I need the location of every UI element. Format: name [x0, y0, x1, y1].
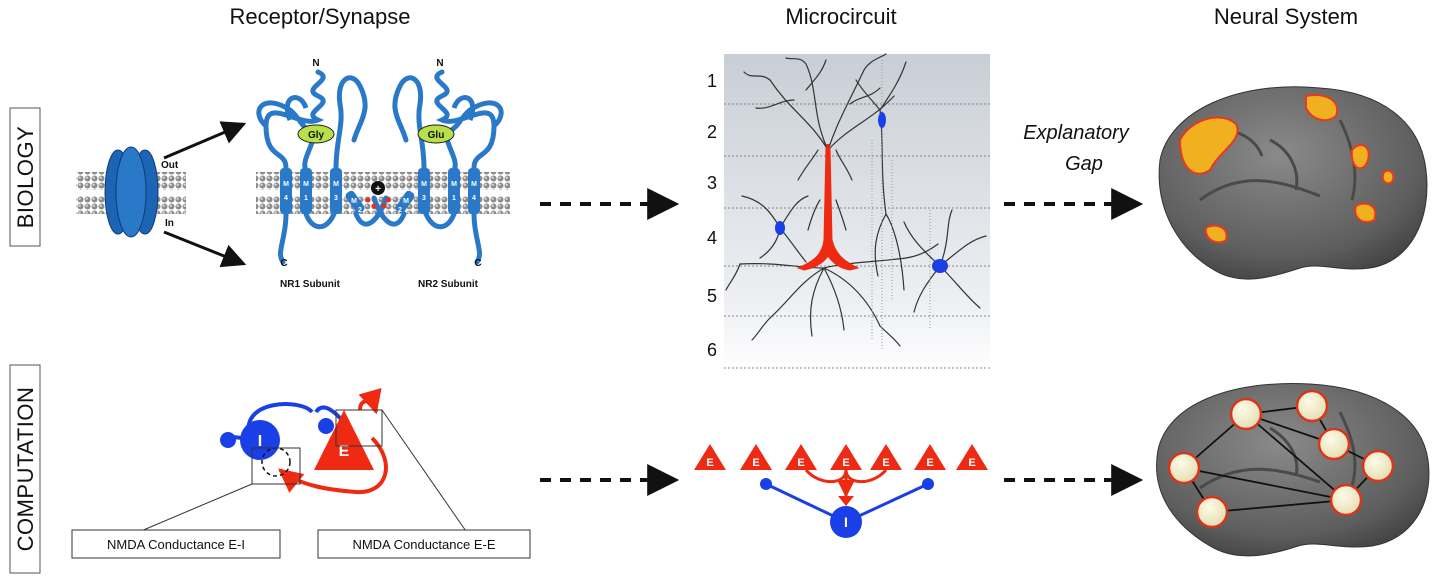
micro-e-node-6 — [914, 444, 946, 470]
cortical-column: 1 2 3 4 5 6 — [707, 53, 990, 370]
micro-e-row: E E E E E E E — [694, 444, 988, 470]
in-label: In — [165, 218, 174, 229]
brain-network-model — [1156, 383, 1430, 557]
interneuron-layer4 — [775, 221, 785, 235]
helix-m-r3: M — [471, 181, 477, 188]
layer-label-3: 3 — [707, 173, 717, 193]
n-terminal-nr2: N — [436, 58, 443, 69]
network-node-4 — [1361, 449, 1395, 483]
gly-label: Gly — [308, 130, 325, 141]
network-node-5 — [1167, 451, 1201, 485]
interneuron-layer2 — [878, 112, 886, 128]
helix-m-l4: M — [351, 198, 357, 205]
helix-m-r1: M — [421, 181, 427, 188]
column-title-neural-system: Neural System — [1214, 4, 1358, 29]
helix-num-r4: 2 — [398, 207, 402, 214]
helix-num-l3: 3 — [334, 195, 338, 202]
nr2-label: NR2 Subunit — [418, 279, 479, 290]
helix-num-r1: 3 — [422, 195, 426, 202]
row-label-biology-text: BIOLOGY — [13, 126, 38, 229]
layer-label-5: 5 — [707, 286, 717, 306]
layer-label-1: 1 — [707, 71, 717, 91]
column-title-microcircuit: Microcircuit — [785, 4, 896, 29]
c-terminal-nr2: C — [474, 258, 481, 269]
helix-m-l1: M — [283, 181, 289, 188]
micro-e-label-5: E — [882, 457, 889, 469]
layer-label-4: 4 — [707, 228, 717, 248]
glu-label: Glu — [428, 130, 445, 141]
helix-num-l4: 2 — [358, 207, 362, 214]
micro-e-label-6: E — [926, 457, 933, 469]
micro-e-label-7: E — [968, 457, 975, 469]
helix-m-r2: M — [451, 181, 457, 188]
layer-label-2: 2 — [707, 122, 717, 142]
c-terminal-nr1: C — [280, 258, 287, 269]
row-label-computation: COMPUTATION — [9, 364, 41, 574]
micro-e-node-2 — [740, 444, 772, 470]
helix-num-r3: 4 — [472, 195, 476, 202]
nr1-label: NR1 Subunit — [280, 279, 341, 290]
row-label-computation-text: COMPUTATION — [13, 387, 38, 552]
network-node-3 — [1317, 427, 1351, 461]
helix-m-l2: M — [303, 181, 309, 188]
nmda-ee-box: NMDA Conductance E-E — [352, 537, 495, 552]
helix-m-r4: M — [403, 198, 409, 205]
glycine-site — [297, 124, 335, 144]
helix-m-l3: M — [333, 181, 339, 188]
ei-circuit-model: I E NMDA Conductance E-I NMDA Conductanc… — [71, 387, 531, 559]
cation-charge: + — [375, 184, 381, 195]
micro-i-label: I — [844, 514, 848, 530]
nmda-receptor-diagram: M 4 M 1 M 3 M 2 M 3 M 1 M 4 M 2 Gly Glu … — [256, 58, 510, 290]
small-receptor: Out In — [76, 146, 186, 238]
micro-e-node-1 — [694, 444, 726, 470]
micro-e-node-5 — [870, 444, 902, 470]
network-node-1 — [1229, 397, 1263, 431]
layer-label-6: 6 — [707, 340, 717, 360]
zoom-arrow-upper — [163, 121, 247, 160]
excitatory-node-label: E — [339, 443, 350, 460]
micro-e-label-1: E — [706, 457, 713, 469]
network-node-7 — [1195, 495, 1229, 529]
micro-e-node-7 — [956, 444, 988, 470]
excitatory-node — [314, 410, 374, 470]
out-label: Out — [161, 160, 179, 171]
network-node-2 — [1295, 389, 1329, 423]
row-label-biology: BIOLOGY — [9, 107, 41, 247]
explanatory-gap-line2: Gap — [1065, 153, 1103, 175]
cation-icon — [371, 181, 385, 195]
glutamate-site — [417, 124, 455, 144]
brain-activation-map — [1158, 86, 1428, 280]
explanatory-gap-line1: Explanatory — [1023, 122, 1130, 144]
pyramidal-cell — [796, 147, 860, 271]
helix-num-l2: 1 — [304, 195, 308, 202]
micro-e-label-4: E — [842, 457, 849, 469]
n-terminal-nr1: N — [312, 58, 319, 69]
helix-num-r2: 1 — [452, 195, 456, 202]
micro-e-node-3 — [785, 444, 817, 470]
nmda-ei-box: NMDA Conductance E-I — [107, 537, 245, 552]
micro-e-label-2: E — [752, 457, 759, 469]
network-node-6 — [1329, 483, 1363, 517]
column-title-receptor: Receptor/Synapse — [230, 4, 411, 29]
zoom-arrow-lower — [163, 230, 247, 268]
micro-i-node — [830, 506, 862, 538]
helix-num-l1: 4 — [284, 195, 288, 202]
micro-e-node-4 — [830, 444, 862, 470]
micro-e-label-3: E — [797, 457, 804, 469]
microcircuit-model: E E E E E E E I — [694, 444, 988, 538]
inhibitory-node-label: I — [258, 433, 262, 450]
interneuron-layer5 — [932, 259, 948, 273]
